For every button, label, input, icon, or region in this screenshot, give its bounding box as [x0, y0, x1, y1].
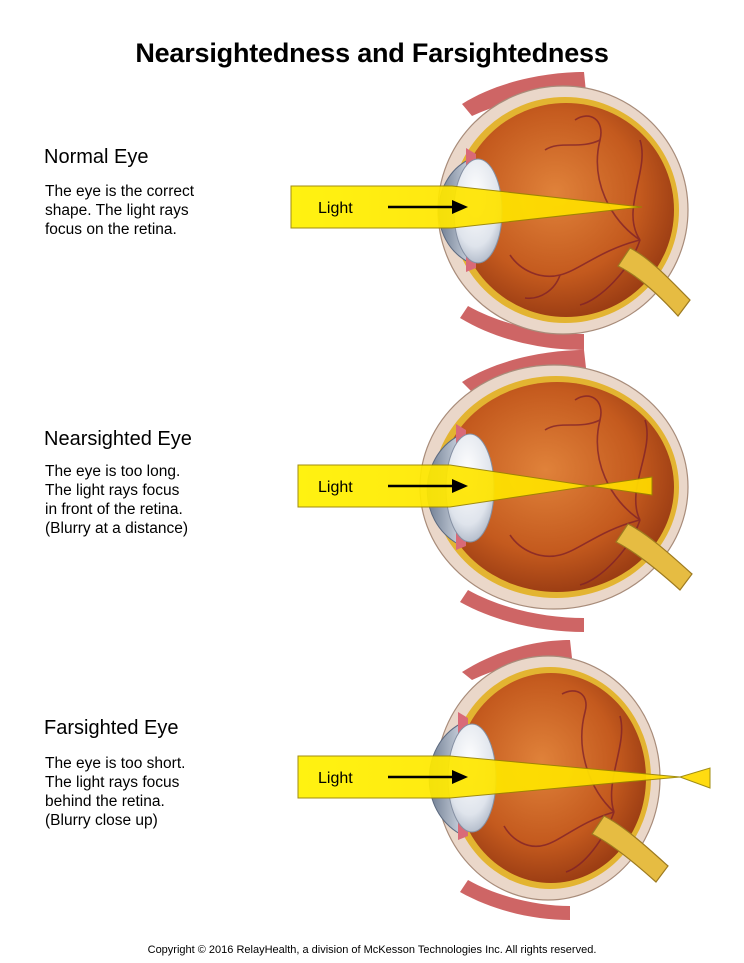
description-line: The eye is too long. [45, 463, 181, 480]
description-line: (Blurry close up) [45, 812, 158, 829]
farsighted-eye-illustration: Light [297, 640, 711, 920]
description-line: The light rays focus [45, 774, 180, 791]
description-line: behind the retina. [45, 793, 165, 810]
farsighted-eye-description: The eye is too short. The light rays foc… [45, 754, 185, 830]
arrow-icon [388, 200, 468, 214]
eye-muscle-bottom [460, 880, 570, 920]
optic-nerve [615, 523, 693, 591]
light-label: Light [318, 479, 353, 496]
description-line: in front of the retina. [45, 501, 183, 518]
eye-muscle-bottom [460, 306, 584, 350]
light-beam [297, 464, 653, 508]
eye-muscle-top [462, 640, 572, 680]
normal-eye-heading: Normal Eye [44, 146, 149, 168]
description-line: The eye is the correct [45, 183, 195, 200]
normal-eye-illustration: Light [290, 72, 691, 350]
normal-eye-description: The eye is the correct shape. The light … [45, 182, 194, 239]
description-line: focus on the retina. [45, 221, 177, 238]
nearsighted-eye-illustration: Light [297, 350, 693, 632]
light-label: Light [318, 770, 353, 787]
nearsighted-eye-description: The eye is too long. The light rays focu… [45, 462, 188, 538]
arrow-icon [388, 479, 468, 493]
description-line: The eye is too short. [45, 755, 186, 772]
copyright-notice: Copyright © 2016 RelayHealth, a division… [147, 944, 597, 956]
eye-muscle-bottom [460, 590, 584, 632]
description-line: shape. The light rays [45, 202, 189, 219]
arrow-icon [388, 770, 468, 784]
nearsighted-eye-heading: Nearsighted Eye [44, 428, 192, 450]
light-beam [297, 755, 711, 799]
light-label: Light [318, 200, 353, 217]
optic-nerve [617, 247, 691, 317]
page-title: Nearsightedness and Farsightedness [135, 38, 609, 68]
description-line: (Blurry at a distance) [45, 520, 188, 537]
blood-vessels [509, 115, 643, 306]
description-line: The light rays focus [45, 482, 180, 499]
farsighted-eye-heading: Farsighted Eye [44, 717, 179, 739]
optic-nerve [591, 815, 669, 883]
